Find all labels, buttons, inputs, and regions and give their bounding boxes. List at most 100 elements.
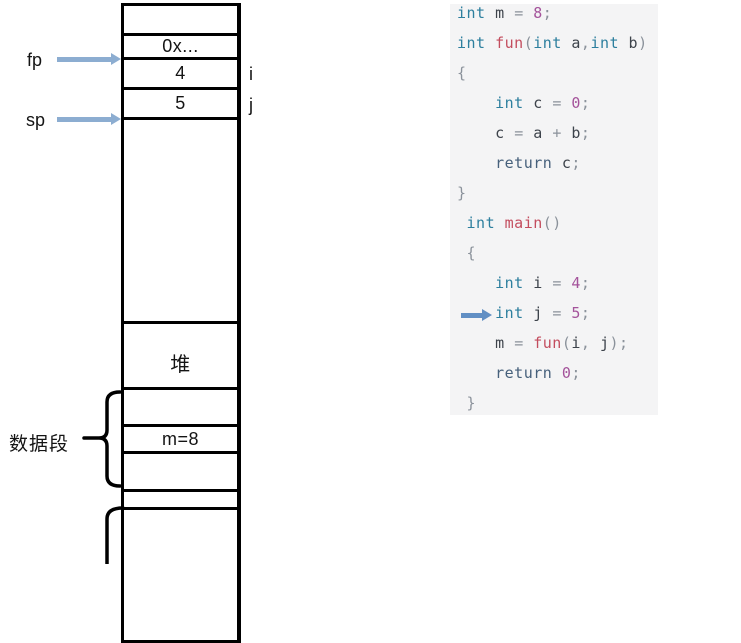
stack-cell-gap	[124, 492, 237, 510]
bottom-section-brace	[105, 506, 125, 564]
code-token: fun	[495, 34, 524, 52]
code-line: }	[450, 388, 658, 418]
code-token: b	[619, 34, 639, 52]
code-token: int	[590, 34, 620, 52]
code-token: a	[561, 34, 581, 52]
code-token: c	[457, 124, 515, 142]
code-line: int c = 0;	[450, 88, 658, 118]
code-token: j	[599, 334, 610, 352]
code-token: =	[552, 274, 572, 292]
code-block: int m = 8;int fun(int a,int b){ int c = …	[450, 0, 658, 418]
data-segment-cell-m: m=8	[124, 427, 237, 454]
code-token: )	[609, 334, 620, 352]
code-line: int i = 4;	[450, 268, 658, 298]
code-token: )	[638, 34, 648, 52]
code-token: =	[514, 4, 534, 22]
code-token: m	[485, 4, 515, 22]
memory-stack-column: 0x... 4 5 堆 m=8	[121, 3, 241, 643]
code-line: }	[450, 178, 658, 208]
code-token: ;	[619, 334, 629, 352]
code-token: return	[495, 154, 553, 172]
code-segment-cell	[124, 510, 237, 610]
fp-arrow-head	[111, 53, 121, 65]
code-token: a	[533, 124, 553, 142]
code-token: fun	[533, 334, 562, 352]
side-label-j: j	[249, 95, 253, 115]
code-token	[495, 214, 505, 232]
code-token: ;	[571, 154, 581, 172]
sp-arrow-shaft	[57, 117, 112, 122]
code-token: int	[533, 34, 562, 52]
code-token: int	[495, 304, 524, 322]
code-token: i	[523, 274, 553, 292]
code-token: m	[457, 334, 515, 352]
code-token: ;	[580, 274, 591, 292]
code-panel-background	[450, 4, 658, 415]
code-token: ;	[580, 94, 591, 112]
sp-label: sp	[26, 110, 46, 130]
current-line-arrow-head	[482, 309, 492, 321]
code-token: return	[495, 364, 553, 382]
current-line-arrow-shaft	[461, 313, 483, 318]
code-token	[457, 244, 467, 262]
code-token: 0	[561, 364, 572, 382]
code-token: j	[523, 304, 553, 322]
code-token: 0	[571, 94, 581, 112]
code-token: i	[571, 334, 581, 352]
sp-arrow-head	[111, 113, 121, 125]
code-token: main	[504, 214, 543, 232]
code-token: c	[552, 154, 572, 172]
heap-cell: 堆	[124, 324, 237, 390]
code-line: return 0;	[450, 358, 658, 388]
stack-cell-return-addr: 0x...	[124, 36, 237, 60]
fp-arrow-icon	[57, 53, 121, 66]
code-line: {	[450, 58, 658, 88]
code-token: +	[552, 124, 572, 142]
code-token: int	[457, 34, 486, 52]
stack-cell-var-j: 5	[124, 90, 237, 120]
code-token: (	[561, 334, 572, 352]
code-token	[457, 214, 467, 232]
code-token: 5	[571, 304, 581, 322]
code-token: 4	[571, 274, 581, 292]
stack-cell-empty-top	[124, 6, 237, 36]
code-token: b	[571, 124, 581, 142]
code-line: int fun(int a,int b)	[450, 28, 658, 58]
code-token: =	[552, 304, 572, 322]
code-token: int	[457, 4, 486, 22]
code-token: int	[466, 214, 496, 232]
code-line: {	[450, 238, 658, 268]
code-line-current: int j = 5;	[450, 298, 658, 328]
code-line: c = a + b;	[450, 118, 658, 148]
code-token	[457, 394, 467, 412]
data-segment-cell-1	[124, 390, 237, 427]
code-token: c	[523, 94, 553, 112]
code-token	[552, 364, 562, 382]
code-token: int	[495, 274, 524, 292]
code-token: ()	[542, 214, 562, 232]
code-token: 8	[533, 4, 543, 22]
code-token: }	[466, 394, 477, 412]
code-token	[457, 154, 495, 172]
code-token: =	[514, 334, 534, 352]
code-line: return c;	[450, 148, 658, 178]
code-line: int main()	[450, 208, 658, 238]
stack-cell-free-space	[124, 120, 237, 324]
fp-arrow-shaft	[57, 57, 112, 62]
code-token: (	[523, 34, 534, 52]
data-segment-brace	[82, 390, 122, 488]
stack-cell-var-i: 4	[124, 60, 237, 90]
code-token	[457, 94, 495, 112]
data-segment-cell-2	[124, 454, 237, 492]
code-token: ;	[580, 124, 591, 142]
code-line: m = fun(i, j);	[450, 328, 658, 358]
code-token	[457, 364, 495, 382]
code-token: ,	[580, 334, 600, 352]
code-token: int	[495, 94, 524, 112]
code-token: {	[466, 244, 477, 262]
code-token	[486, 34, 496, 52]
current-line-arrow-icon	[461, 309, 492, 322]
code-token: ;	[580, 304, 591, 322]
fp-label: fp	[27, 50, 43, 70]
sp-arrow-icon	[57, 113, 121, 126]
